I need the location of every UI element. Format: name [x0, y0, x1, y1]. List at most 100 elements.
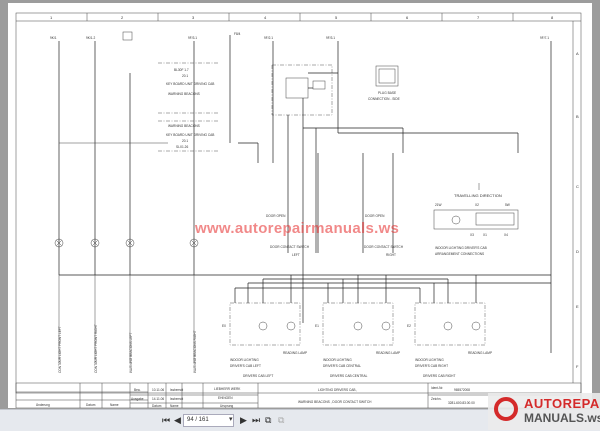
bottom-caption: DRIVERS CAB RIGHT	[423, 374, 455, 378]
door-switch-side: RIGHT	[386, 253, 396, 257]
col-2: 2	[121, 15, 124, 20]
ref: 9F/7.1	[540, 36, 549, 40]
cab-light-boundary	[322, 302, 394, 346]
reading-lamp: READING LAMP	[283, 351, 307, 355]
cab-light-boundary	[414, 302, 486, 346]
reading-lamp: READING LAMP	[376, 351, 400, 355]
pin: X3	[470, 233, 474, 237]
travel-caption: INDOOR LIGHTING DRIVER'S CAB	[435, 246, 487, 250]
door-switch-caption: DOOR CONTACT SWITCH	[270, 245, 310, 249]
door-switch-caption: DOOR CONTACT SWITCH	[364, 245, 404, 249]
bottom-caption: DRIVERS CAB CENTRAL	[330, 374, 368, 378]
cab-light-title: INDOOR LIGHTING	[323, 358, 352, 362]
drawing-title: WARNING BEACONS , DOOR CONTACT SWITCH	[298, 400, 372, 404]
company-sub: Ursprung	[220, 404, 233, 408]
tb-date: 14.11.06	[152, 397, 164, 401]
relay-module-boundary	[271, 64, 333, 116]
next-page-icon[interactable]: ▶	[240, 415, 247, 425]
drawing-title: LIGHTING DRIVERS CAB ,	[318, 388, 357, 392]
fixture-switch-icon	[475, 212, 515, 226]
tb-name: Issberndt	[170, 388, 183, 392]
ref: 9K/1.2	[86, 36, 95, 40]
company: LIEBHERR WERK	[214, 387, 241, 391]
pin: X2	[475, 203, 479, 207]
col-4: 4	[264, 15, 267, 20]
row-F: F	[576, 364, 579, 369]
symbol-box-icon	[122, 31, 133, 41]
drawing-page: 1 2 3 4 5 6 7 8 A B C D E F 9K/1 9K/1.2 …	[8, 3, 592, 409]
door-open: DOOR OPEN	[266, 214, 286, 218]
lamp-symbols	[54, 238, 199, 363]
pin: X1	[483, 233, 487, 237]
travel-caption: ARRANGEMENT CONNECTIONS	[435, 252, 484, 256]
col-8: 8	[551, 15, 554, 20]
fixture-lamp-icon	[451, 215, 461, 225]
tb-sub: Name	[170, 404, 179, 408]
pin: X4	[504, 233, 508, 237]
lamp-label: CONTOUR LIGHT FRONT LEFT	[58, 326, 62, 373]
first-page-icon[interactable]: ⏮	[162, 415, 171, 425]
row-C: C	[576, 184, 579, 189]
row-A: A	[576, 51, 579, 56]
viewer-toolbar: ⏮ ◀ 94 / 161 ▾ ▶ ⏭ ⧉ ⧉	[0, 409, 600, 431]
row-B: B	[576, 114, 579, 119]
cab-light-id: E0	[222, 324, 226, 328]
cab-light-id: E2	[407, 324, 411, 328]
travel-heading: TRAVELLING DIRECTION	[454, 193, 502, 198]
frame-border	[15, 12, 582, 394]
cab-light-name: DRIVER'S CAB LEFT	[230, 364, 261, 368]
plug-base-icon	[375, 65, 399, 87]
logo-line2: MANUALS.ws	[524, 411, 600, 425]
ref: F8/4	[234, 32, 241, 36]
relay-wires	[238, 72, 519, 323]
col-3: 3	[192, 15, 195, 20]
kb-label: KEY BOARD UNIT DRIVING CAB	[166, 82, 214, 86]
col-7: 7	[477, 15, 480, 20]
page-dropdown-icon[interactable]: ▾	[229, 416, 233, 423]
tb-col: Änderung	[36, 403, 50, 407]
kb-label: KEY BOARD UNIT DRIVING CAB	[166, 133, 214, 137]
lamp-label: CONTOUR LIGHT FRONT RIGHT	[94, 324, 98, 373]
cab-light-fixture-icon	[433, 209, 519, 230]
kb-ref: BL30F 1.7	[174, 68, 189, 72]
paste-icon[interactable]: ⧉	[278, 415, 285, 425]
door-switch-side: LEFT	[292, 253, 300, 257]
ident-label: Ident-Nr.	[431, 386, 443, 390]
col-1: 1	[50, 15, 53, 20]
plug-subtitle: CONNECTION - SIDE	[368, 97, 400, 101]
reading-lamp: READING LAMP	[468, 351, 492, 355]
logo: AUTOREPAIR MANUALS.ws	[488, 393, 600, 430]
tb-label: Ausgabe	[131, 397, 144, 401]
watermark: www.autorepairmanuals.ws	[195, 220, 400, 237]
ref: 9K/1	[50, 36, 57, 40]
page-number-input[interactable]: 94 / 161	[183, 414, 234, 427]
ref: 9F/2.1	[264, 36, 273, 40]
relay-icon	[285, 77, 309, 99]
tb-name: Issberndt	[170, 397, 183, 401]
logo-line1: AUTOREPAIR	[524, 396, 600, 411]
schematic: 1 2 3 4 5 6 7 8 A B C D E F 9K/1 9K/1.2 …	[15, 12, 582, 409]
last-page-icon[interactable]: ⏭	[252, 415, 261, 425]
ref: 9F/3.1	[188, 36, 197, 40]
pin: 21W	[435, 203, 442, 207]
tb-col: Datum	[86, 403, 96, 407]
copy-icon[interactable]: ⧉	[265, 415, 272, 425]
lamp-label: WARNING BEACONS RIGHT	[193, 330, 197, 373]
tb-label: Bea.	[134, 388, 141, 392]
ident-number: 965572008	[454, 388, 470, 392]
prev-page-icon[interactable]: ◀	[174, 415, 181, 425]
col-5: 5	[335, 15, 338, 20]
company: EHINGEN	[218, 396, 233, 400]
kb-ref: SLX1.26	[176, 145, 188, 149]
cab-light-wires	[234, 275, 551, 303]
kb-item: 20.1	[182, 74, 188, 78]
relay-coil-icon	[312, 80, 326, 90]
tb-date: 10.11.06	[152, 388, 164, 392]
cab-light-boundary	[229, 302, 301, 346]
kb-function: WARNING BEACONS	[168, 124, 200, 128]
supply-wires	[58, 35, 552, 353]
drawing-label: Zeichn.	[431, 397, 442, 401]
pin: 5W	[505, 203, 510, 207]
row-E: E	[576, 304, 579, 309]
plug-title: PLUG BASE	[378, 91, 396, 95]
